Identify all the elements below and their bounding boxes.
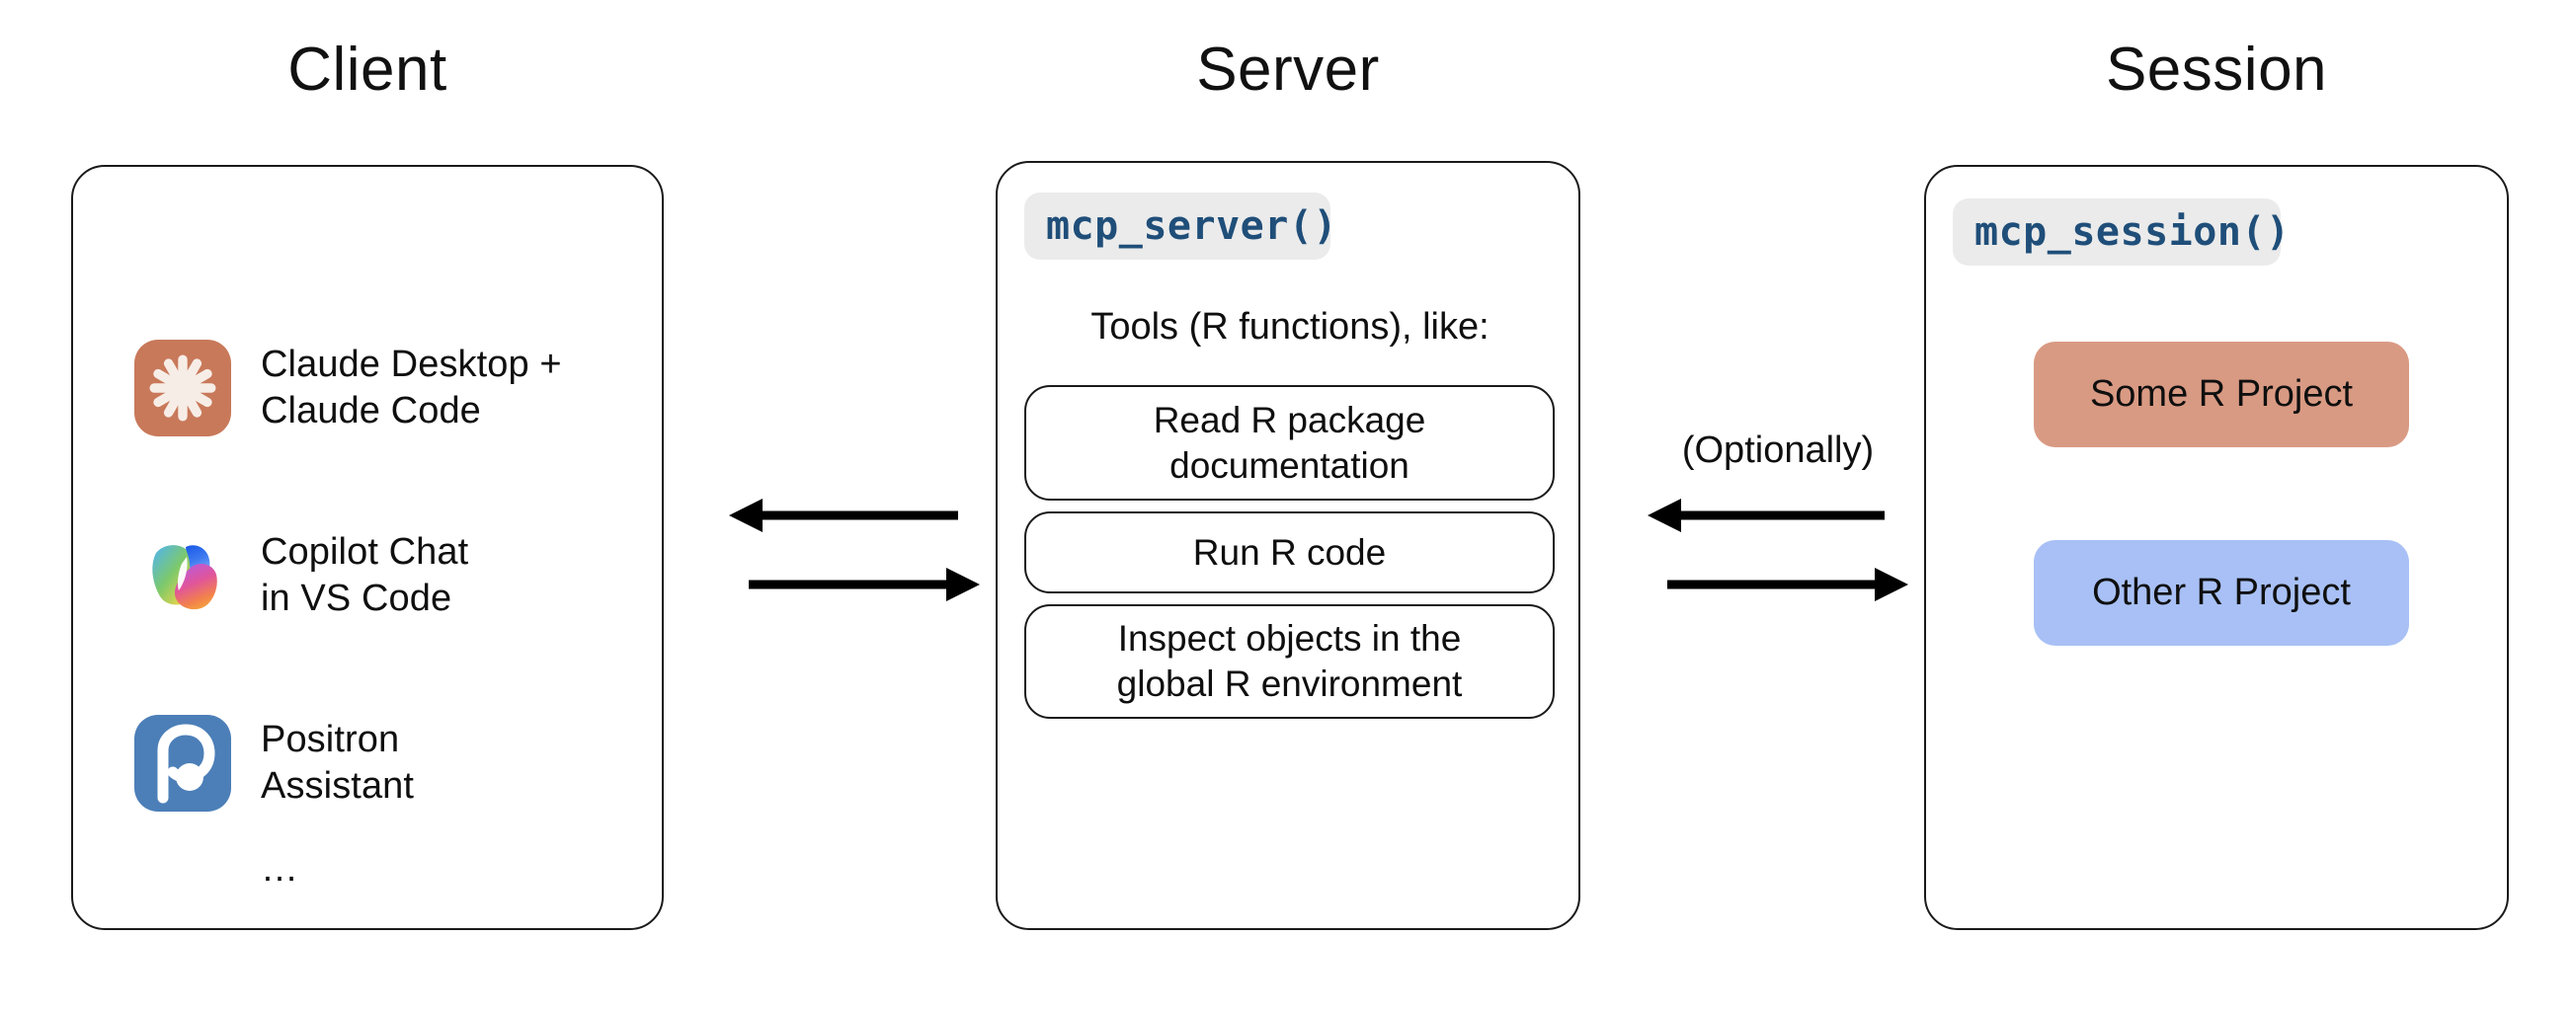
server-panel: mcp_server() Tools (R functions), like: … (996, 161, 1580, 930)
session-project-label: Other R Project (2092, 572, 2351, 613)
arrow-session-to-server (1648, 499, 1885, 532)
column-title-client: Client (287, 36, 447, 104)
client-app-label: Copilot Chat in VS Code (261, 530, 469, 620)
client-app-item-claude[interactable]: Claude Desktop + Claude Code (134, 340, 562, 436)
arrow-server-to-client (729, 499, 958, 532)
copilot-icon (134, 527, 231, 624)
connector-client-server (721, 474, 988, 632)
client-app-list: Claude Desktop + Claude Code (73, 167, 662, 928)
server-tool-label: Inspect objects in the global R environm… (1116, 618, 1463, 704)
client-app-label: Claude Desktop + Claude Code (261, 343, 562, 432)
server-tool-read-docs[interactable]: Read R package documentation (1024, 385, 1555, 501)
server-tool-run-code[interactable]: Run R code (1024, 511, 1555, 593)
client-list-ellipsis: … (261, 848, 300, 890)
column-title-session: Session (2105, 36, 2328, 104)
session-project-card-other[interactable]: Other R Project (2034, 540, 2409, 646)
positron-icon (134, 715, 231, 812)
server-tool-label: Read R package documentation (1153, 399, 1426, 486)
connector-optional-label: (Optionally) (1681, 429, 1875, 471)
client-app-item-positron[interactable]: Positron Assistant (134, 715, 414, 812)
connector-server-session (1640, 474, 1916, 632)
claude-icon (134, 340, 231, 436)
server-code-chip: mcp_server() (1024, 193, 1336, 260)
server-tool-inspect-objects[interactable]: Inspect objects in the global R environm… (1024, 604, 1555, 719)
server-tools-caption: Tools (R functions), like: (1090, 306, 1489, 348)
client-app-label: Positron Assistant (261, 718, 415, 808)
session-project-card-some[interactable]: Some R Project (2034, 342, 2409, 447)
session-project-label: Some R Project (2089, 373, 2354, 415)
server-tool-label: Run R code (1192, 531, 1387, 573)
server-code-label: mcp_server() (1046, 203, 1337, 249)
column-title-server: Server (1196, 36, 1380, 104)
session-code-chip: mcp_session() (1953, 198, 2290, 266)
arrow-client-to-server (749, 568, 980, 601)
client-app-item-copilot[interactable]: Copilot Chat in VS Code (134, 527, 468, 624)
session-code-label: mcp_session() (1974, 209, 2291, 255)
session-panel: mcp_session() Some R Project Other R Pro… (1924, 165, 2509, 930)
arrow-server-to-session (1667, 568, 1908, 601)
client-panel: Claude Desktop + Claude Code (71, 165, 664, 930)
